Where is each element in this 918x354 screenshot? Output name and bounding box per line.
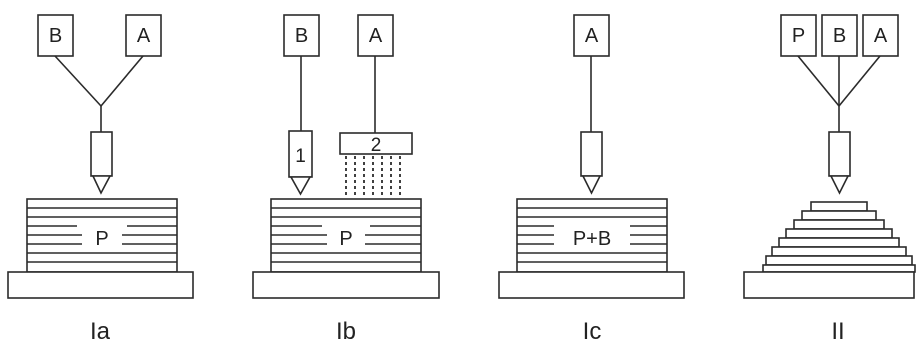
input-label-a: A — [137, 25, 151, 47]
nozzle-tip — [581, 175, 602, 195]
jet-droplets — [345, 156, 401, 196]
panel-caption: Ia — [90, 318, 111, 345]
panel-caption: Ib — [336, 318, 356, 345]
input-label-p: P — [792, 25, 805, 47]
input-box-a — [862, 14, 899, 57]
build-platform — [498, 271, 685, 299]
nozzle — [90, 131, 113, 177]
input-box-b — [283, 14, 320, 57]
stepped-pyramid-part — [762, 201, 916, 273]
nozzle — [828, 131, 851, 177]
input-box-a — [357, 14, 394, 57]
inkjet-printhead — [339, 132, 413, 155]
build-platform — [252, 271, 440, 299]
nozzle — [580, 131, 603, 177]
input-label-b: B — [295, 25, 308, 47]
input-box-b — [821, 14, 858, 57]
nozzle-number-2: 2 — [371, 135, 382, 156]
feed-line — [797, 55, 840, 107]
input-label-b: B — [49, 25, 62, 47]
input-label-a: A — [585, 25, 599, 47]
input-label-a: A — [874, 25, 888, 47]
panel-caption: Ic — [583, 318, 602, 345]
build-platform — [7, 271, 194, 299]
input-label-a: A — [369, 25, 383, 47]
feed-line — [54, 55, 102, 107]
panel-ib: B A 1 2 P Ib — [252, 14, 440, 345]
part-label: P — [95, 228, 108, 250]
input-label-b: B — [833, 25, 846, 47]
feed-line — [100, 55, 144, 107]
part-label: P — [339, 228, 352, 250]
panel-caption: II — [831, 318, 844, 345]
panel-ic: A P+B Ic — [498, 14, 685, 345]
nozzle-tip — [829, 175, 850, 195]
nozzle-tip — [289, 176, 312, 196]
build-platform — [743, 271, 915, 299]
input-box-a — [125, 14, 162, 57]
part-label: P+B — [573, 228, 611, 250]
panel-ia: B A P Ia — [7, 14, 194, 345]
feed-line — [838, 55, 881, 107]
nozzle-tip — [91, 175, 112, 195]
nozzle-number-1: 1 — [295, 146, 306, 167]
panel-ii: P B A II — [743, 14, 916, 345]
